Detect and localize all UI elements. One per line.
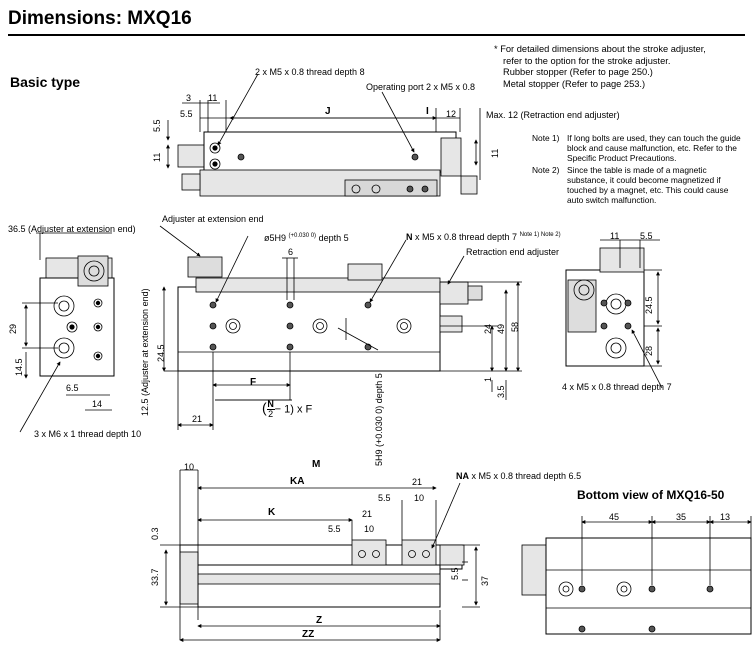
bottom-view-dim-13: 13	[720, 512, 731, 522]
note-label: Note 1)	[532, 133, 560, 143]
side-dim-11: 11	[610, 231, 620, 241]
dim-11: 11	[208, 93, 218, 103]
bottom-dim-M: M	[312, 459, 321, 470]
dim-29: 29	[8, 323, 18, 334]
dim-11-right: 11	[490, 148, 500, 158]
nf-formula-rest: − 1) x F	[274, 403, 313, 416]
top-view	[166, 73, 481, 197]
bottom-view-title: Bottom view of MXQ16-50	[577, 488, 725, 502]
section-title: Basic type	[10, 74, 81, 90]
dim-58: 58	[510, 321, 520, 332]
dim-11-vert: 11	[152, 152, 162, 162]
na-thread-na: NA	[456, 471, 469, 481]
na-thread-text: x M5 x 0.8 thread depth 6.5	[469, 471, 582, 481]
nf-formula-n: N	[267, 399, 274, 409]
dim-3-5: 3.5	[496, 385, 506, 398]
bottom-view-dim-45: 45	[609, 512, 620, 522]
page-title: Dimensions: MXQ16	[8, 8, 192, 29]
dim-J: J	[325, 106, 331, 117]
bottom-dim-Z: Z	[316, 615, 323, 626]
left-end-view	[19, 232, 115, 433]
side-dim-28: 28	[644, 345, 654, 356]
bottom-side-view	[160, 469, 480, 642]
side-dim-24-5: 24.5	[644, 296, 654, 314]
dim-21: 21	[192, 414, 203, 424]
dim-14-5: 14.5	[14, 358, 24, 376]
bottom-dim-5-5a: 5.5	[378, 493, 391, 503]
bottom-view-dim-35: 35	[676, 512, 687, 522]
dim-24: 24	[483, 323, 493, 334]
n-thread-text: x M5 x 0.8 thread depth 7	[412, 232, 518, 242]
phi5h9-depth: depth 5	[318, 233, 349, 243]
phi5h9-tolerance: (+0.030 0)	[288, 233, 317, 239]
phi5h9-label: ø5H9 (+0.030 0) depth 5	[264, 231, 349, 243]
dim-24-5: 24.5	[156, 344, 166, 362]
numbered-notes: Note 1) If long bolts are used, they can…	[532, 133, 747, 206]
bottom-dim-5-5b: 5.5	[328, 524, 341, 534]
bottom-dim-10: 10	[184, 462, 195, 472]
bottom-dim-KA: KA	[290, 476, 305, 487]
n-thread-notes: Note 1) Note 2)	[519, 232, 561, 238]
dim-1: 1	[483, 376, 493, 382]
n-thread-label: N x M5 x 0.8 thread depth 7 Note 1) Note…	[406, 230, 561, 242]
adjuster-note-line: refer to the option for the stroke adjus…	[503, 55, 671, 66]
dim-49: 49	[496, 323, 506, 334]
bottom-dim-21b: 21	[362, 509, 373, 519]
dim-6: 6	[288, 247, 294, 257]
note-text: If long bolts are used, they can touch t…	[567, 133, 741, 164]
thread-top-label: 2 x M5 x 0.8 thread depth 8	[255, 67, 365, 77]
bottom-dim-10b: 10	[364, 524, 375, 534]
adjuster-note-line: Metal stopper (Refer to page 253.)	[503, 78, 646, 89]
max12-label: Max. 12 (Retraction end adjuster)	[486, 110, 620, 120]
note-2: Note 2) Since the table is made of a mag…	[532, 165, 747, 206]
dim-5-5: 5.5	[180, 109, 193, 119]
adjuster-extension-dim: 36.5 (Adjuster at extension end)	[8, 224, 136, 234]
bottom-view-drawing	[521, 516, 752, 635]
n-thread-n: N	[406, 232, 413, 242]
adjuster-note-line: * For detailed dimensions about the stro…	[494, 44, 706, 54]
note-text: Since the table is made of a magnetic su…	[567, 164, 729, 206]
na-thread-label: NA x M5 x 0.8 thread depth 6.5	[456, 471, 581, 481]
dim-12: 12	[446, 109, 457, 119]
phi5h9-text: ø5H9	[264, 233, 287, 243]
dim-14: 14	[92, 399, 103, 409]
bottom-dim-10a: 10	[414, 493, 425, 503]
side-dim-5-5: 5.5	[640, 231, 653, 241]
dim-6-5: 6.5	[66, 383, 79, 393]
side-thread-label: 4 x M5 x 0.8 thread depth 7	[562, 382, 672, 392]
right-end-view	[565, 239, 663, 389]
bottom-dim-21a: 21	[412, 477, 423, 487]
operating-port-label: Operating port 2 x M5 x 0.8	[366, 82, 476, 92]
dim-5-5-vert: 5.5	[152, 119, 162, 132]
bottom-dim-37: 37	[480, 575, 490, 586]
bottom-dim-0-3: 0.3	[150, 527, 160, 540]
slot-depth-label: 5H9 (+0.030 0) depth 5	[374, 373, 384, 466]
bottom-dim-33-7: 33.7	[150, 568, 160, 586]
adjuster-notes: * For detailed dimensions about the stro…	[494, 44, 706, 90]
front-view	[159, 225, 522, 430]
header: Dimensions: MXQ16	[8, 6, 745, 36]
note-1: Note 1) If long bolts are used, they can…	[532, 133, 747, 164]
nf-formula-d: 2	[266, 409, 275, 419]
m6-thread-label: 3 x M6 x 1 thread depth 10	[34, 429, 142, 439]
dim-I: I	[426, 106, 429, 117]
bottom-dim-K: K	[268, 507, 276, 518]
adjuster-extension-vertical: 12.5 (Adjuster at extension end)	[140, 288, 150, 416]
note-label: Note 2)	[532, 164, 560, 175]
dim-3: 3	[186, 93, 192, 103]
bottom-dim-ZZ: ZZ	[302, 629, 315, 640]
bottom-dim-5-5v: 5.5	[450, 567, 460, 580]
dim-F: F	[250, 377, 257, 388]
adjuster-extension-label: Adjuster at extension end	[162, 214, 264, 224]
retraction-adjuster-label: Retraction end adjuster	[466, 247, 560, 257]
adjuster-note-line: Rubber stopper (Refer to page 250.)	[503, 67, 653, 77]
